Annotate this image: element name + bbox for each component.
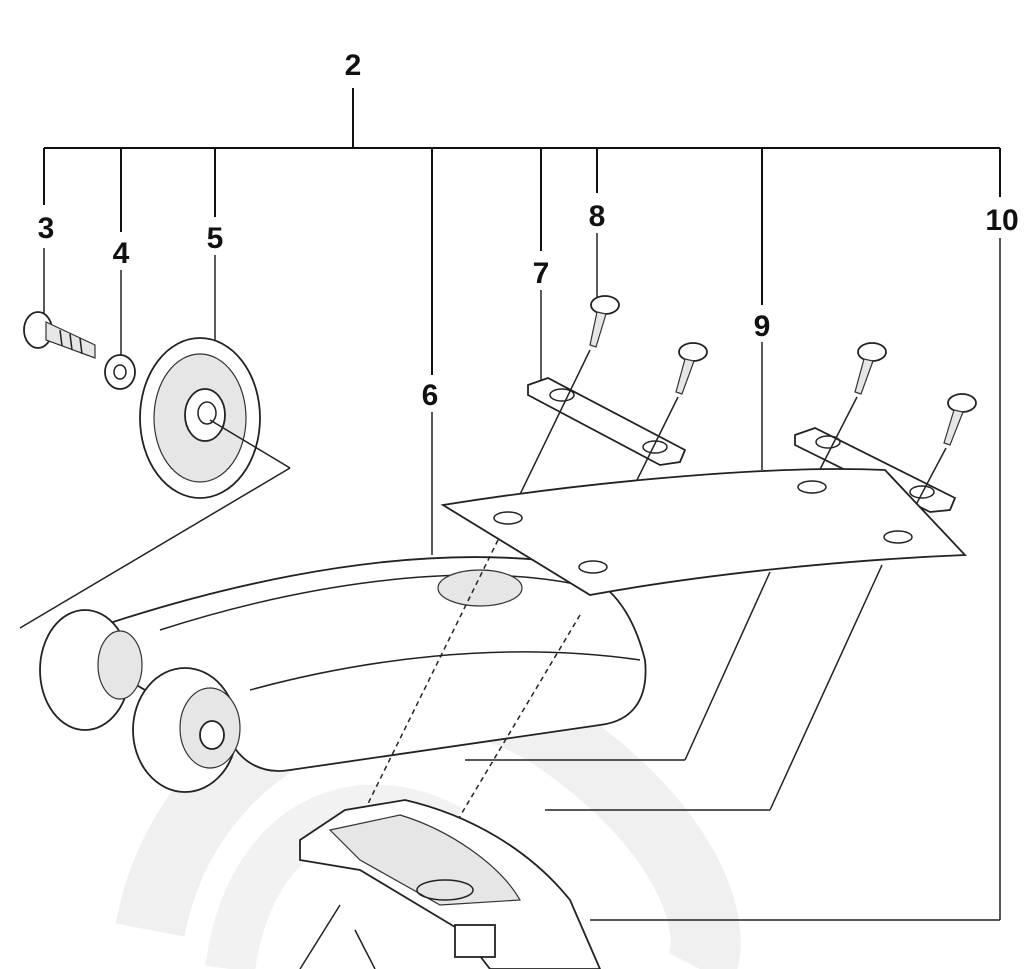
- callout-7: 7: [533, 257, 550, 290]
- callout-9: 9: [754, 310, 771, 343]
- screws-part-8: [509, 295, 977, 566]
- callout-2: 2: [345, 49, 362, 82]
- callout-5: 5: [207, 222, 224, 255]
- screw-1: [589, 295, 620, 348]
- callout-leader-lines: [43, 88, 1001, 921]
- bolt-part-3: [23, 311, 96, 359]
- screw-3: [854, 342, 887, 395]
- alignment-lines: [354, 539, 581, 901]
- clamp-strip-part-7-left: [527, 377, 687, 466]
- washer-part-4: [104, 354, 136, 390]
- screw-4: [943, 393, 977, 446]
- callout-labels: 2 3 4 5 6 7 8 9 10: [38, 49, 1019, 412]
- callout-10: 10: [985, 204, 1018, 237]
- screw-2: [675, 342, 708, 395]
- callout-8: 8: [589, 200, 606, 233]
- wheel-part-5: [19, 337, 291, 629]
- housing-part-10: [299, 799, 601, 969]
- callout-6: 6: [422, 379, 439, 412]
- gasket-sheet-part-9: [440, 468, 968, 811]
- skid-plate-part-6: [39, 556, 647, 793]
- callout-4: 4: [113, 237, 130, 270]
- callout-3: 3: [38, 212, 55, 245]
